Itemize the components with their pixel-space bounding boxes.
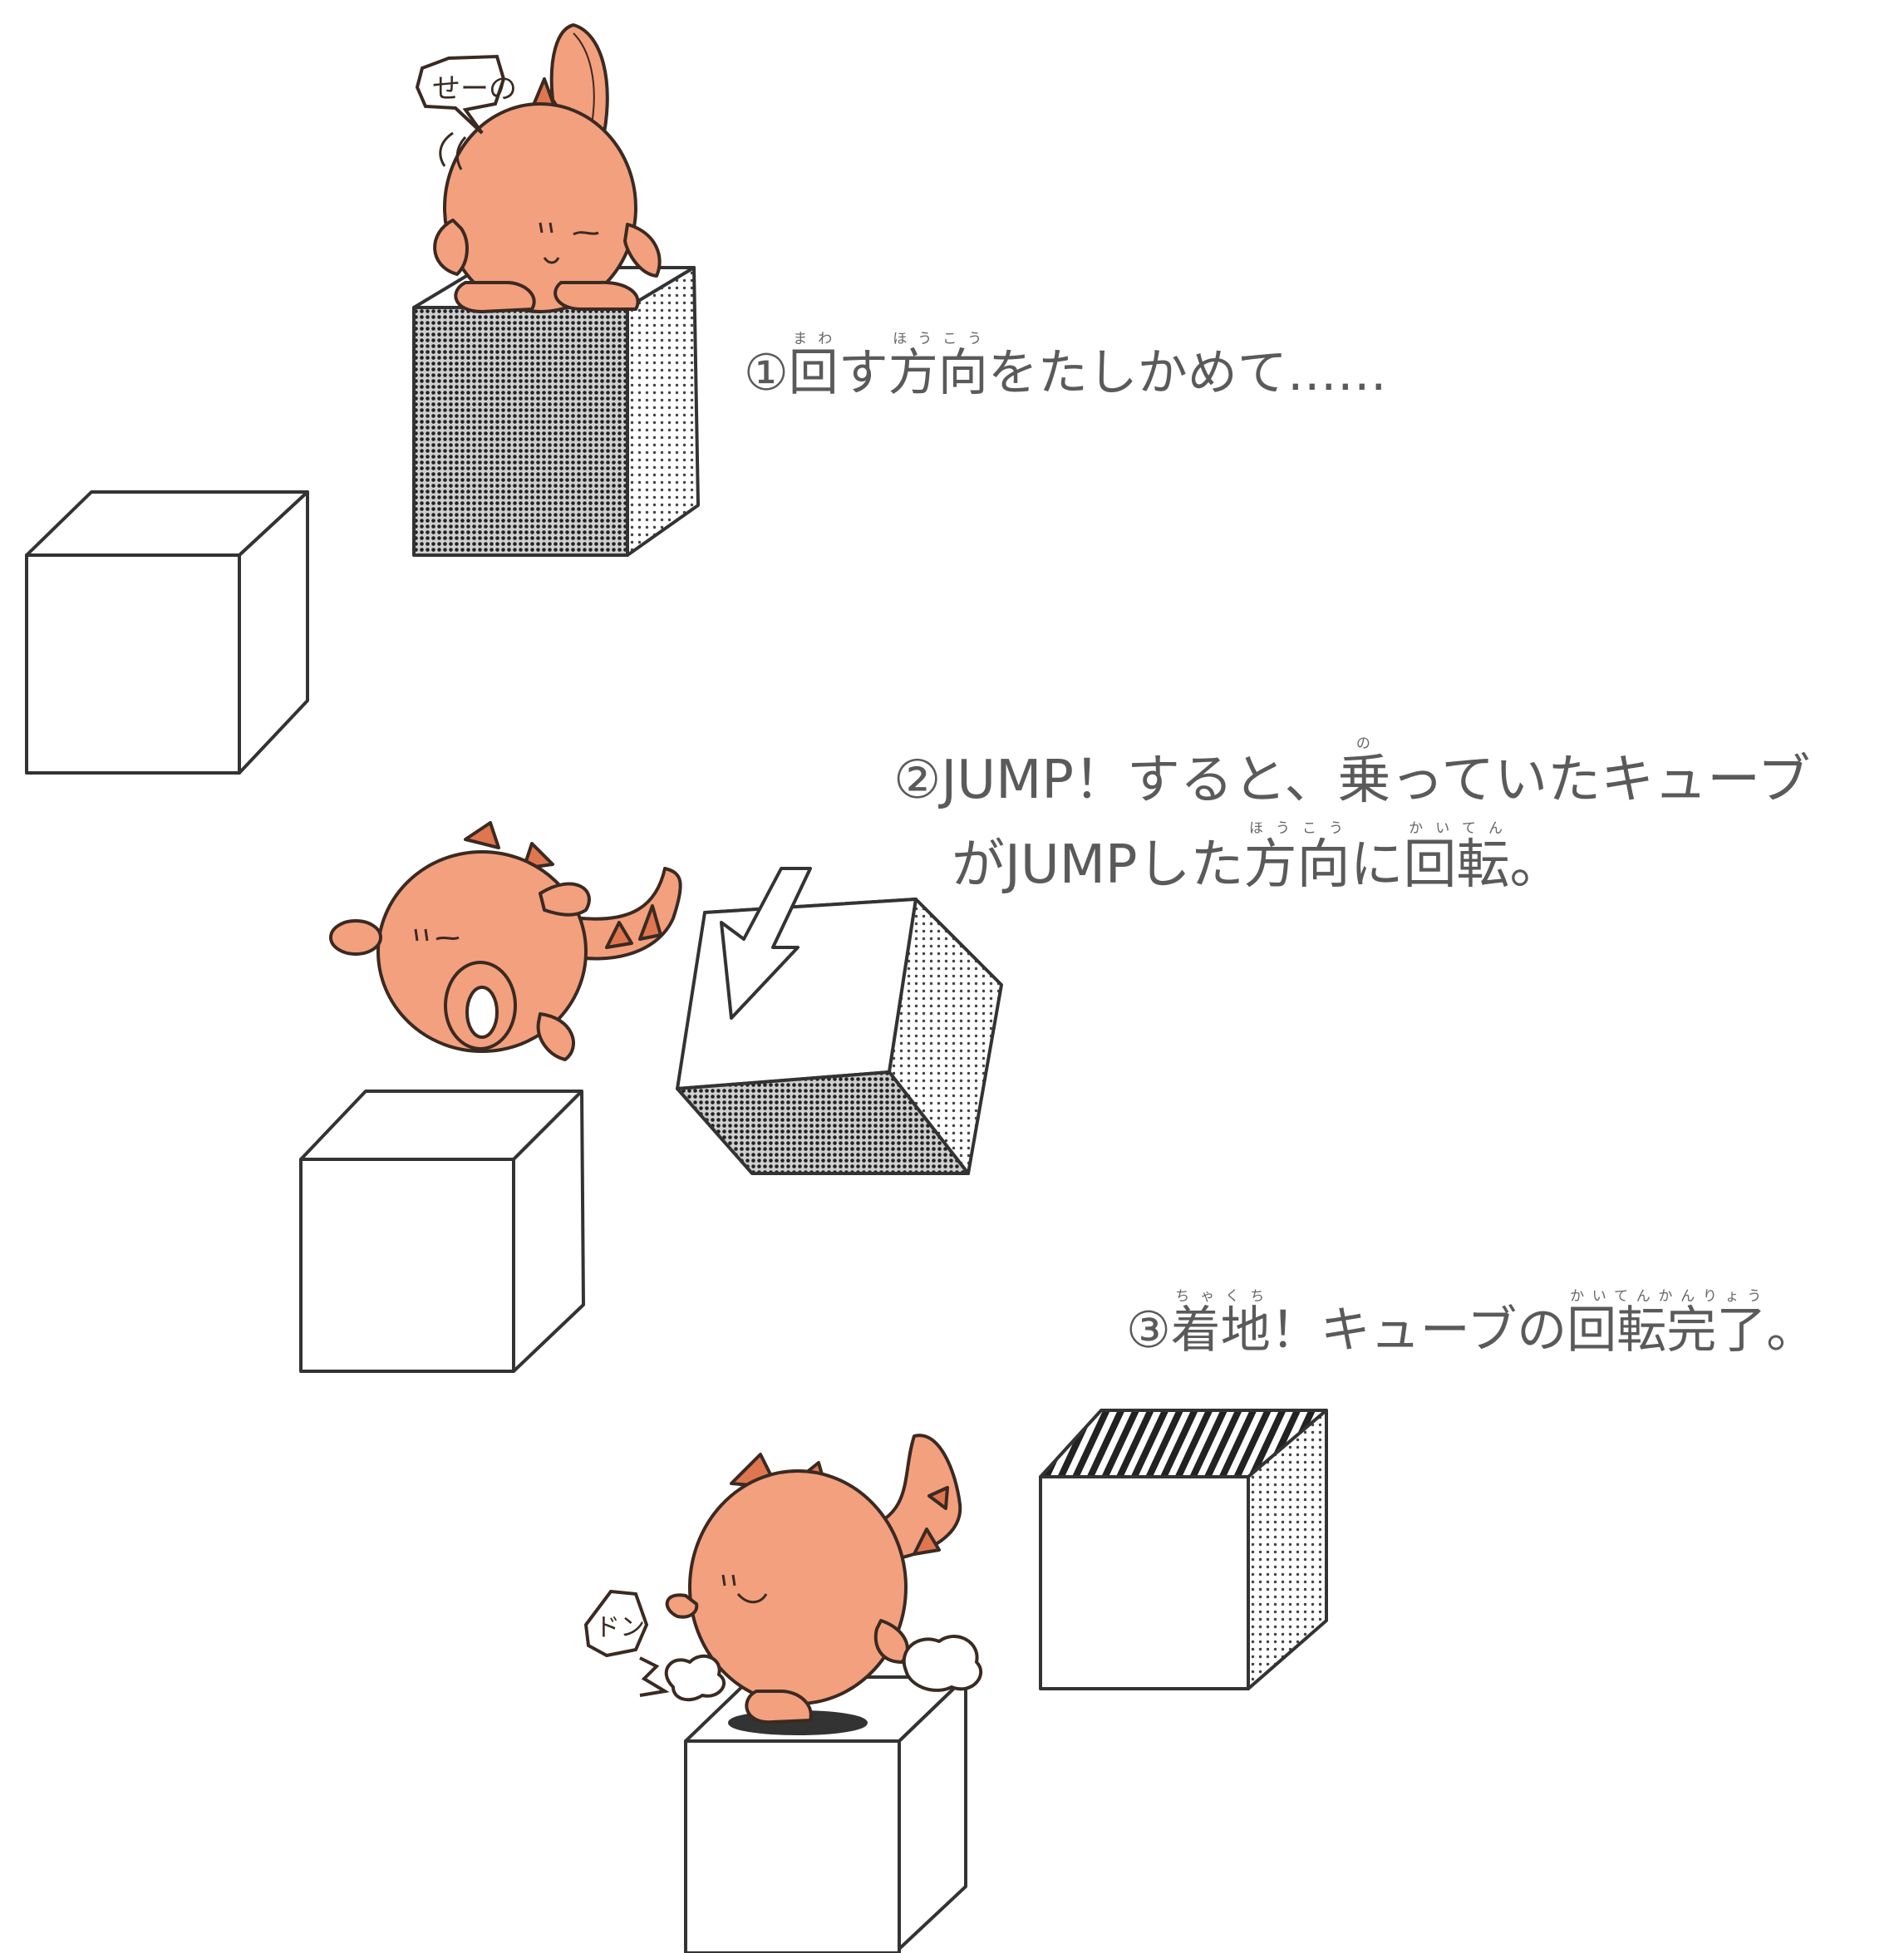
step-3-caption: ③着地ちゃくち！キューブの回転完了かいてんかんりょう。 [1126, 1288, 1816, 1355]
ruby-base: 方向 [888, 344, 988, 402]
ruby-base: 方向 [1243, 834, 1351, 896]
ruby-word: 方向ほうこう [1243, 820, 1351, 896]
dinosaur-character-2 [329, 821, 682, 1061]
caption-text: す [838, 344, 888, 402]
ruby-word: 回まわ [788, 331, 839, 402]
furigana: ちゃくち [1170, 1288, 1271, 1305]
cube-5 [1039, 1409, 1328, 1690]
caption-text: ！キューブの [1270, 1301, 1567, 1360]
caption-text: がJUMPした [952, 834, 1244, 896]
ruby-base: 乗 [1337, 750, 1391, 811]
cube-3 [676, 867, 1004, 1175]
cube-6 [684, 1675, 967, 1953]
cube-4 [299, 1090, 585, 1373]
furigana: まわ [788, 331, 839, 347]
furigana: の [1337, 735, 1391, 752]
ruby-base: 回 [788, 344, 839, 402]
ruby-word: 方向ほうこう [888, 331, 988, 402]
caption-text: 。 [1766, 1301, 1817, 1360]
ruby-word: 回転かいてん [1403, 820, 1510, 896]
ruby-base: 回転完了 [1567, 1301, 1767, 1360]
caption-text: 。 [1509, 834, 1563, 896]
cube-2 [25, 490, 309, 775]
ruby-base: 回転 [1403, 834, 1510, 896]
dinosaur-character-3 [664, 1434, 983, 1724]
bubble-text-1: せーの [432, 72, 517, 106]
ruby-word: 乗の [1337, 735, 1391, 811]
furigana: かいてんかんりょう [1567, 1288, 1767, 1305]
step-number: ① [744, 344, 789, 402]
caption-text: っていたキューブ [1390, 750, 1811, 811]
bubble-text-2: ドン [595, 1613, 645, 1642]
caption-text: をたしかめて…… [987, 344, 1387, 402]
step-1-caption: ①回まわす方向ほうこうをたしかめて…… [744, 331, 1387, 398]
furigana: ほうこう [888, 331, 988, 347]
furigana: かいてん [1403, 820, 1510, 837]
speech-bubble-1: せーの [415, 54, 517, 170]
step-number: ③ [1126, 1301, 1171, 1360]
caption-text: JUMP！すると、 [941, 750, 1338, 811]
furigana: ほうこう [1243, 820, 1351, 837]
speech-bubble-2: ドン [583, 1589, 670, 1697]
step-2-caption: ②JUMP！すると、乗のっていたキューブがJUMPした方向ほうこうに回転かいてん… [893, 735, 1810, 905]
dinosaur-character-1 [433, 23, 662, 313]
step-number: ② [893, 750, 942, 811]
ruby-base: 着地 [1170, 1301, 1271, 1360]
ruby-word: 回転完了かいてんかんりょう [1567, 1288, 1767, 1360]
caption-text: に [1350, 834, 1404, 896]
ruby-word: 着地ちゃくち [1170, 1288, 1271, 1360]
